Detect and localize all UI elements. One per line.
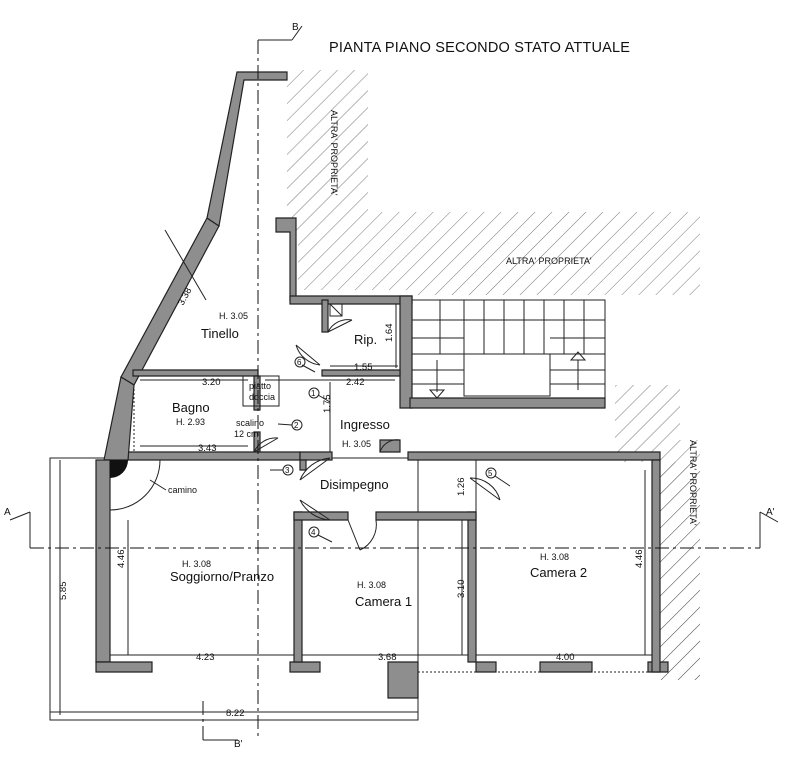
wall-south-2 — [289, 661, 321, 673]
rip-cabinet — [329, 303, 343, 317]
wall-tinello-right — [275, 217, 297, 301]
dim-822: 8.22 — [226, 708, 245, 719]
neighbor-label-left: ALTRA' PROPRIETA' — [329, 110, 339, 196]
dim-320: 3.20 — [202, 377, 221, 388]
dim-126: 1.26 — [456, 478, 467, 497]
dim-400: 4.00 — [556, 652, 575, 663]
hatch-area-top-left — [287, 70, 700, 680]
note-camino: camino — [168, 485, 197, 495]
fireplace — [110, 460, 128, 478]
dim-446-right: 4.46 — [634, 550, 645, 569]
dim-175: 1.75 — [322, 395, 333, 414]
wall-stair-bottom — [409, 397, 606, 409]
dim-368: 3.68 — [378, 652, 397, 663]
room-rip-name: Rip. — [354, 332, 377, 347]
dim-310: 3.10 — [456, 580, 467, 599]
dim-155: 1.55 — [354, 362, 373, 373]
section-mark-a: A — [4, 507, 11, 518]
markers: 6 1 2 3 4 5 — [149, 356, 511, 543]
dim-446-left: 4.46 — [116, 550, 127, 569]
room-tinello-height: H. 3.05 — [219, 311, 248, 321]
walls — [95, 71, 669, 699]
marker-5: 5 — [488, 469, 493, 478]
wall-rip-bottom — [321, 369, 401, 377]
room-camera2-height: H. 3.08 — [540, 552, 569, 562]
room-ingresso-height: H. 3.05 — [342, 439, 371, 449]
room-soggiorno-name: Soggiorno/Pranzo — [170, 569, 274, 584]
room-camera1-height: H. 3.08 — [357, 580, 386, 590]
section-mark-b: B — [292, 22, 299, 33]
room-bagno-name: Bagno — [172, 400, 210, 415]
hatch-area-right — [660, 462, 700, 680]
wall-west — [95, 459, 111, 663]
wall-east — [651, 459, 661, 673]
wall-disimpegno-bottom-right — [375, 511, 477, 521]
wall-soggiorno-partition — [299, 459, 307, 471]
neighbor-label-top: ALTRA' PROPRIETA' — [506, 256, 592, 266]
wall-ingresso-bottom — [407, 451, 661, 461]
wall-bagno-top — [132, 369, 259, 377]
section-lines — [9, 25, 779, 741]
dim-343: 3.43 — [198, 443, 217, 454]
note-doccia: doccia — [249, 392, 275, 402]
room-bagno-height: H. 2.93 — [176, 417, 205, 427]
staircase — [411, 299, 606, 399]
note-piatto: piatto — [249, 381, 271, 391]
wall-south-1 — [95, 661, 153, 673]
dim-585: 5.85 — [58, 582, 69, 601]
wall-chimney-shaft — [206, 71, 288, 228]
room-camera2-name: Camera 2 — [530, 565, 587, 580]
wall-south-4 — [475, 661, 497, 673]
dim-242: 2.42 — [346, 377, 365, 388]
wall-camera1-camera2 — [467, 511, 477, 663]
wall-rip-right — [399, 295, 413, 409]
wall-south-5 — [539, 661, 593, 673]
section-mark-a-prime: A' — [766, 507, 775, 518]
note-scalino-height: 12 cm — [234, 429, 259, 439]
dim-164: 1.64 — [384, 324, 395, 343]
marker-4: 4 — [311, 528, 316, 537]
wall-bagno-left — [103, 376, 135, 461]
fireplace-arc — [109, 459, 161, 511]
dimension-lines — [50, 229, 652, 715]
shower-tray — [242, 375, 280, 407]
marker-2: 2 — [294, 421, 299, 430]
room-tinello-name: Tinello — [201, 326, 239, 341]
room-soggiorno-height: H. 3.08 — [182, 559, 211, 569]
dim-423: 4.23 — [196, 652, 215, 663]
section-mark-b-prime: B' — [234, 739, 243, 750]
room-camera1-name: Camera 1 — [355, 594, 412, 609]
wall-rip-top — [289, 295, 413, 305]
wall-rip-left — [321, 299, 329, 333]
neighbor-hatch-areas — [287, 70, 700, 680]
marker-6: 6 — [297, 358, 302, 367]
wall-tinello-left — [120, 217, 220, 386]
wall-soggiorno-camera1 — [293, 511, 303, 663]
page-title: PIANTA PIANO SECONDO STATO ATTUALE — [329, 40, 631, 56]
marker-3: 3 — [285, 466, 290, 475]
room-disimpegno-name: Disimpegno — [320, 477, 389, 492]
note-scalino: scalino — [236, 418, 264, 428]
marker-1: 1 — [311, 389, 316, 398]
wall-corridor-top — [299, 451, 333, 461]
neighbor-label-right: ALTRA' PROPRIETA' — [688, 440, 698, 526]
room-ingresso-name: Ingresso — [340, 417, 390, 432]
wall-south-3 — [387, 661, 419, 699]
